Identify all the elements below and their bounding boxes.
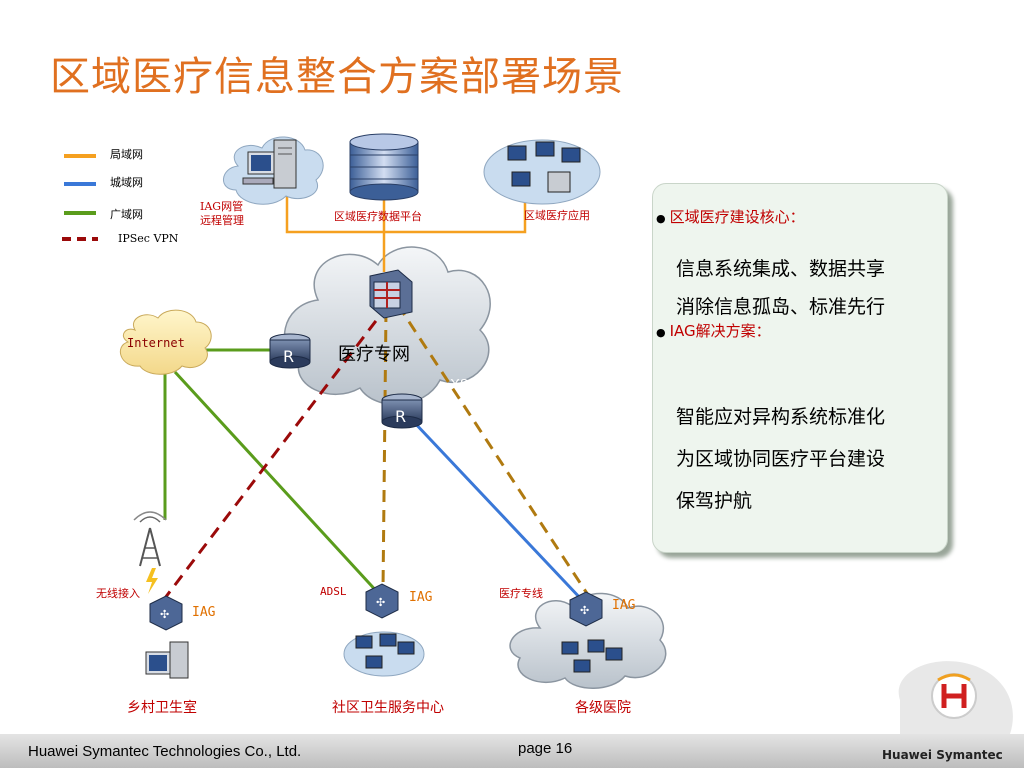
- iag-mgmt-icon: [223, 136, 324, 205]
- router-icon-left: R: [269, 333, 311, 369]
- svg-text:✣: ✣: [160, 608, 169, 621]
- wireless-label: 无线接入: [96, 587, 140, 600]
- legend: [62, 154, 98, 241]
- bullet-dot-icon: ●: [656, 326, 666, 339]
- footer-page-number: page 16: [518, 740, 573, 757]
- router-icon-center: R: [381, 393, 423, 429]
- hospital-cluster-icon: [561, 639, 623, 673]
- links: [163, 196, 592, 602]
- cloud-hidden-text: X8: [450, 376, 469, 393]
- panel-core-line-1: 信息系统集成、数据共享: [676, 258, 886, 280]
- footer-brand: Huawei Symantec: [882, 748, 1003, 762]
- vpn-hospital: [396, 304, 592, 599]
- storage-icon: [349, 133, 419, 201]
- panel-heading-core: ●区域医疗建设核心：: [656, 206, 805, 227]
- legend-vpn-label: IPSec VPN: [118, 232, 179, 245]
- iag-label-rural: IAG: [192, 605, 216, 620]
- firewall-icon: [369, 269, 413, 319]
- legend-lan-label: 局域网: [110, 148, 143, 161]
- internet-cloud: [119, 309, 212, 375]
- rural-clinic-pc-icon: [145, 641, 189, 679]
- panel-heading-iag: ●IAG解决方案：: [656, 320, 771, 341]
- internet-label: Internet: [127, 336, 185, 350]
- footer-company: Huawei Symantec Technologies Co., Ltd.: [28, 743, 302, 760]
- svg-text:R: R: [283, 347, 294, 366]
- man-router-hospital: [410, 418, 584, 602]
- legend-wan-label: 广域网: [110, 208, 143, 221]
- panel-iag-line-3: 保驾护航: [676, 490, 753, 512]
- site-community: 社区卫生服务中心: [332, 700, 444, 716]
- iag-label-hospital: IAG: [612, 598, 636, 613]
- svg-text:✣: ✣: [376, 596, 385, 609]
- site-hospital: 各级医院: [575, 700, 631, 716]
- svg-text:✣: ✣: [580, 604, 589, 617]
- dedicated-line-label: 医疗专线: [499, 587, 543, 600]
- iag-device-hospital: ✣: [569, 591, 603, 627]
- panel-heading-iag-text: IAG解决方案：: [669, 322, 771, 340]
- cloud-label: 医疗专网: [338, 344, 410, 365]
- community-cluster-icon: [343, 631, 425, 677]
- iag-mgmt-label: IAG网管 远程管理: [200, 200, 244, 227]
- app-cluster-icon: [483, 139, 601, 205]
- legend-man-label: 城域网: [110, 176, 143, 189]
- wireless-tower-icon: [133, 511, 167, 594]
- footer-bar: Huawei Symantec Technologies Co., Ltd. p…: [0, 734, 1024, 768]
- page-title: 区域医疗信息整合方案部署场景: [50, 54, 624, 100]
- panel-heading-core-text: 区域医疗建设核心：: [669, 208, 805, 226]
- info-panel: [652, 183, 948, 553]
- bullet-dot-icon: ●: [656, 212, 666, 225]
- company-logo: [898, 661, 1013, 734]
- adsl-label: ADSL: [320, 585, 347, 598]
- vpn-rural: [163, 304, 390, 599]
- platform-label: 区域医疗数据平台: [334, 210, 422, 223]
- iag-device-rural: ✣: [149, 595, 183, 631]
- iag-label-community: IAG: [409, 590, 433, 605]
- app-label: 区域医疗应用: [524, 209, 590, 222]
- site-rural: 乡村卫生室: [127, 700, 197, 716]
- panel-core-line-2: 消除信息孤岛、标准先行: [676, 296, 886, 318]
- svg-text:R: R: [395, 407, 406, 426]
- medical-network-cloud: [284, 246, 491, 406]
- vpn-community: [381, 309, 388, 591]
- wan-internet-adsl: [173, 370, 382, 597]
- panel-iag-line-2: 为区域协同医疗平台建设: [676, 448, 886, 470]
- lan-bus: [285, 196, 527, 234]
- iag-device-community: ✣: [365, 583, 399, 619]
- panel-iag-line-1: 智能应对异构系统标准化: [676, 406, 886, 428]
